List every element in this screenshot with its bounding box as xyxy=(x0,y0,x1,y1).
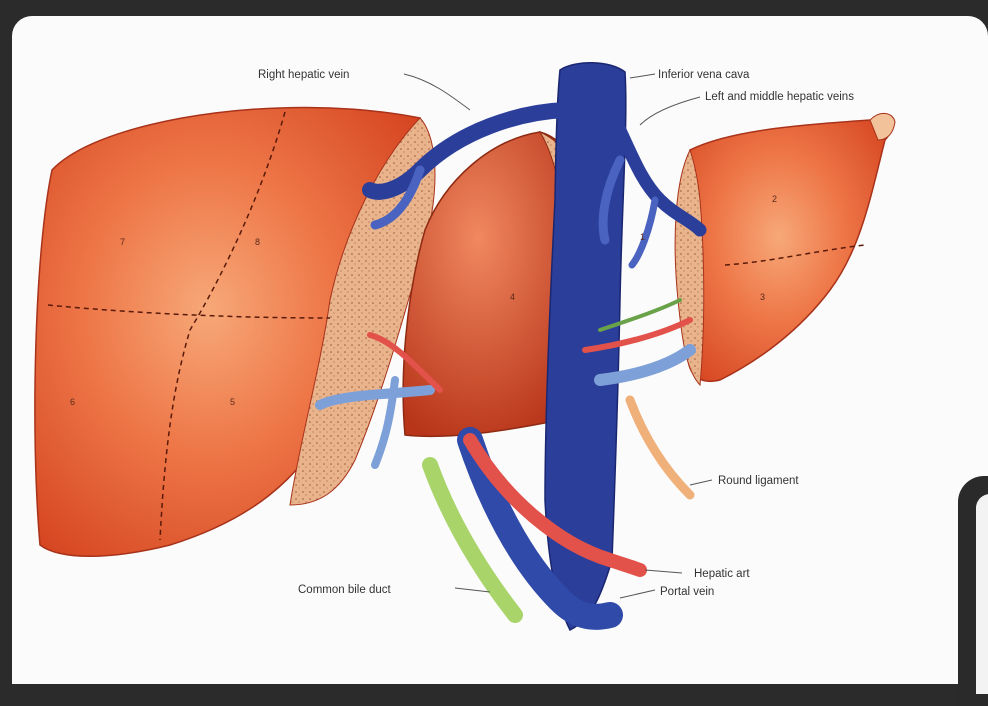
label-right-hepatic-vein: Right hepatic vein xyxy=(258,69,349,81)
segment-label-7: 7 xyxy=(120,237,125,247)
round-ligament xyxy=(630,400,690,495)
left-lobe xyxy=(688,120,890,382)
label-left-middle-hepatic-veins: Left and middle hepatic veins xyxy=(705,91,854,103)
segment-label-5: 5 xyxy=(230,397,235,407)
segment-label-3: 3 xyxy=(760,292,765,302)
liver-anatomy-diagram: 7 8 6 5 4 2 3 1 Right hepatic vein Infer… xyxy=(0,0,988,684)
label-hepatic-art: Hepatic art xyxy=(694,568,750,580)
segment-label-2: 2 xyxy=(772,194,777,204)
label-round-ligament: Round ligament xyxy=(718,475,799,487)
overlay-card-inner xyxy=(976,494,988,694)
segment-label-1: 1 xyxy=(640,232,645,242)
label-portal-vein: Portal vein xyxy=(660,586,714,598)
label-common-bile-duct: Common bile duct xyxy=(298,584,391,596)
label-inferior-vena-cava: Inferior vena cava xyxy=(658,69,750,81)
segment-label-8: 8 xyxy=(255,237,260,247)
segment-label-6: 6 xyxy=(70,397,75,407)
segment-label-4: 4 xyxy=(510,292,515,302)
